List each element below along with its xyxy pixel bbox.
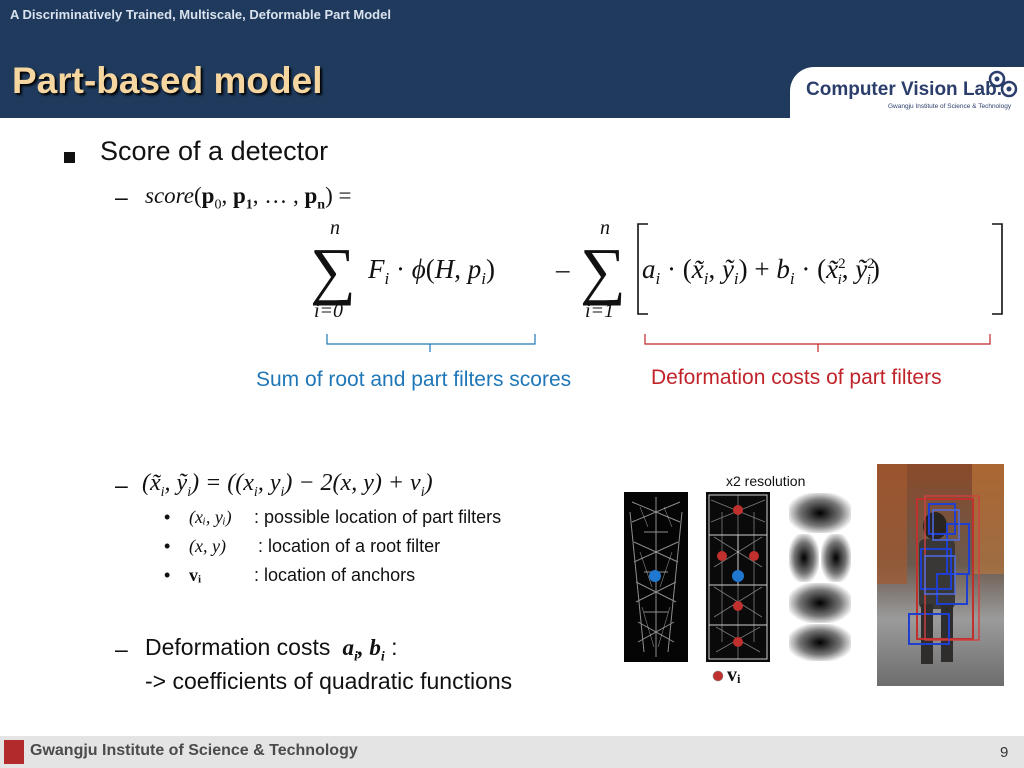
svg-text:–: – xyxy=(555,254,570,284)
sub-item-text: : location of anchors xyxy=(254,565,416,585)
score-formula: n ∑ i=0 Fi · ϕ(H, pi) – n ∑ i=1 ai · (x̃… xyxy=(310,212,1010,332)
anchor-legend-label: vᵢ xyxy=(727,664,741,686)
formula-braces xyxy=(326,334,991,352)
logo-sub-text: Gwangju Institute of Science & Technolog… xyxy=(888,103,1012,110)
score-expression: score(p0, p1, … , pn) = xyxy=(145,183,352,213)
slide-subtitle: A Discriminatively Trained, Multiscale, … xyxy=(10,7,391,22)
sub-item-label: (x, y) xyxy=(189,536,226,556)
sub-bullet-icon: • xyxy=(164,565,171,585)
sum1-upper-limit: n xyxy=(330,217,340,239)
svg-text:Fi · ϕ(H, pi): Fi · ϕ(H, pi) xyxy=(367,254,495,288)
sub-item-text: : location of a root filter xyxy=(258,536,441,556)
sub-item-label: vᵢ xyxy=(189,565,202,585)
svg-text:ai · (x̃i, ỹi) + bi · (x̃2i, ỹ: ai · (x̃i, ỹi) + bi · (x̃2i, ỹ2i) xyxy=(642,254,880,288)
sub-bullet-icon: • xyxy=(164,536,171,556)
root-anchor-point xyxy=(649,570,661,582)
sum2-lower-limit: i=1 xyxy=(585,300,614,322)
part-anchor-point xyxy=(733,505,743,515)
score-function-name: score xyxy=(145,183,194,208)
part-anchor-point xyxy=(717,551,727,561)
resolution-label: x2 resolution xyxy=(726,473,806,489)
root-anchor-point xyxy=(732,570,744,582)
svg-text:∑: ∑ xyxy=(580,235,626,306)
caption-deformation-costs: Deformation costs of part filters xyxy=(651,366,942,389)
displacement-formula: (x̃i, ỹi) = ((xi, yi) − 2(x, y) + vi) xyxy=(142,470,433,500)
part-anchor-point xyxy=(733,637,743,647)
logo-eye-icon xyxy=(988,70,1018,98)
slide-footer: Gwangju Institute of Science & Technolog… xyxy=(0,736,1024,768)
sum1-lower-limit: i=0 xyxy=(314,300,343,322)
caption-root-part-scores: Sum of root and part filters scores xyxy=(256,368,572,391)
footer-institute: Gwangju Institute of Science & Technolog… xyxy=(30,742,358,759)
square-bullet-icon xyxy=(64,139,78,170)
dash-icon: – xyxy=(115,472,128,498)
part-filters-hog-image xyxy=(706,492,770,662)
dash-icon: – xyxy=(115,184,128,210)
slide-header: A Discriminatively Trained, Multiscale, … xyxy=(0,0,1024,118)
deformation-costs-label: Deformation costs xyxy=(145,634,331,660)
lab-logo: Computer Vision Lab. Gwangju Institute o… xyxy=(790,67,1024,118)
deformation-costs-line: Deformation costs ai, bi : xyxy=(145,634,398,665)
gist-logo-icon xyxy=(4,740,24,764)
slide-title: Part-based model xyxy=(12,60,323,101)
sub-bullet-icon: • xyxy=(164,507,171,527)
anchor-legend-dot-icon xyxy=(712,670,724,682)
sum2-upper-limit: n xyxy=(600,217,610,239)
detection-example-photo xyxy=(877,464,1004,686)
bullet-score-of-detector: Score of a detector xyxy=(100,136,329,166)
root-filter-hog-image xyxy=(624,492,688,662)
dash-icon: – xyxy=(115,636,128,662)
logo-main-text: Computer Vision Lab. xyxy=(806,79,1003,100)
deformation-models-image xyxy=(788,492,852,662)
quadratic-coefficients-line: -> coefficients of quadratic functions xyxy=(145,668,513,694)
svg-text:∑: ∑ xyxy=(310,235,356,306)
sub-item-text: : possible location of part filters xyxy=(254,507,502,527)
page-number: 9 xyxy=(1000,744,1009,761)
sub-item-label: (xᵢ, yᵢ) xyxy=(189,507,232,527)
part-anchor-point xyxy=(749,551,759,561)
part-anchor-point xyxy=(733,601,743,611)
